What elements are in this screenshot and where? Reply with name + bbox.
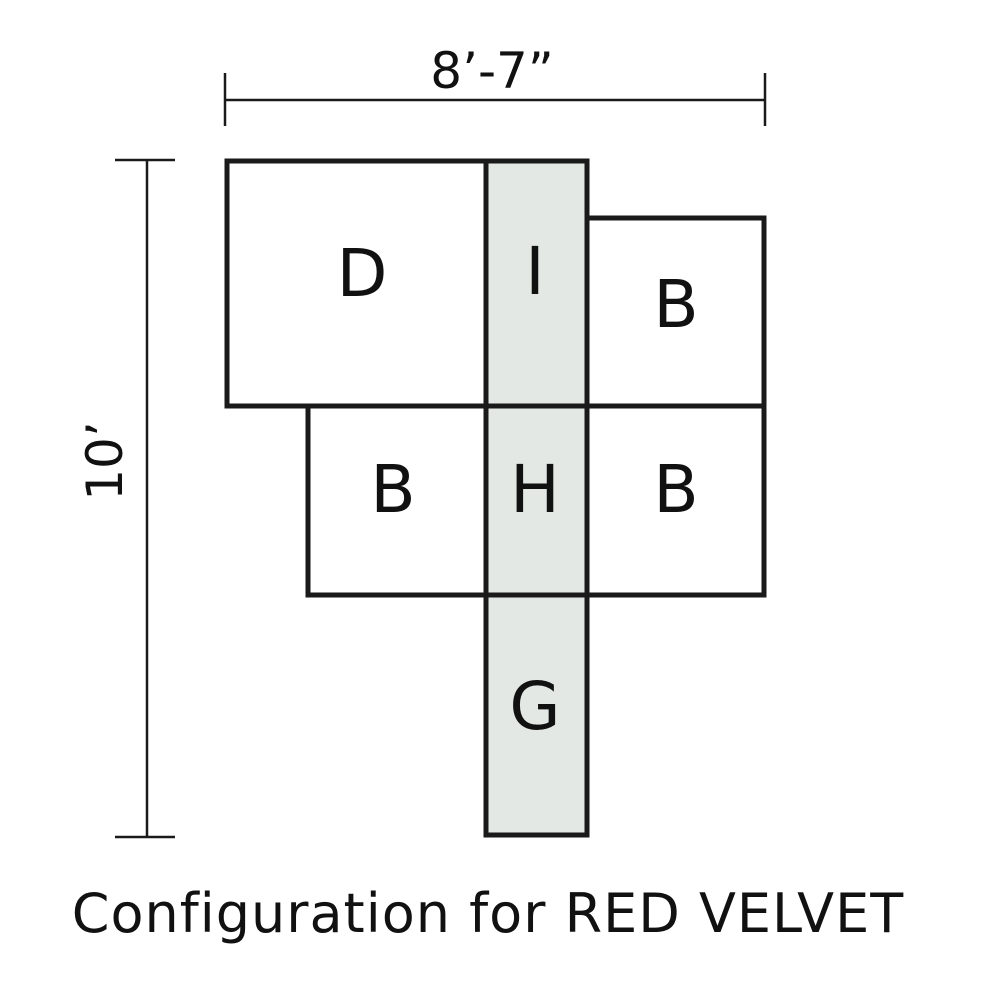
piece-b-middle-right: B <box>584 403 767 598</box>
piece-b-top-right-shape <box>584 215 767 409</box>
piece-b-middle-left-shape <box>305 403 489 598</box>
piece-i: I <box>483 158 590 409</box>
piece-h: H <box>483 403 590 598</box>
piece-g-shape <box>483 592 590 838</box>
piece-h-label: H <box>510 451 560 528</box>
piece-b-middle-right-shape <box>584 403 767 598</box>
piece-b-top-right-label: B <box>653 266 698 343</box>
height-dimension-label: 10’ <box>76 421 134 501</box>
piece-b-middle-left-label: B <box>370 451 415 528</box>
piece-h-shape <box>483 403 590 598</box>
height-dimension: 10’ <box>76 158 175 839</box>
piece-d-label: D <box>337 235 388 312</box>
piece-d: D <box>224 158 489 409</box>
piece-g: G <box>483 592 590 838</box>
piece-b-middle-right-label: B <box>653 451 698 528</box>
piece-b-middle-left: B <box>305 403 489 598</box>
diagram-caption: Configuration for RED VELVET <box>72 882 904 945</box>
piece-g-label: G <box>509 668 560 745</box>
width-dimension-label: 8’-7” <box>430 42 553 100</box>
width-dimension: 8’-7” <box>223 42 767 126</box>
piece-b-top-right: B <box>584 215 767 409</box>
piece-i-label: I <box>525 233 544 310</box>
